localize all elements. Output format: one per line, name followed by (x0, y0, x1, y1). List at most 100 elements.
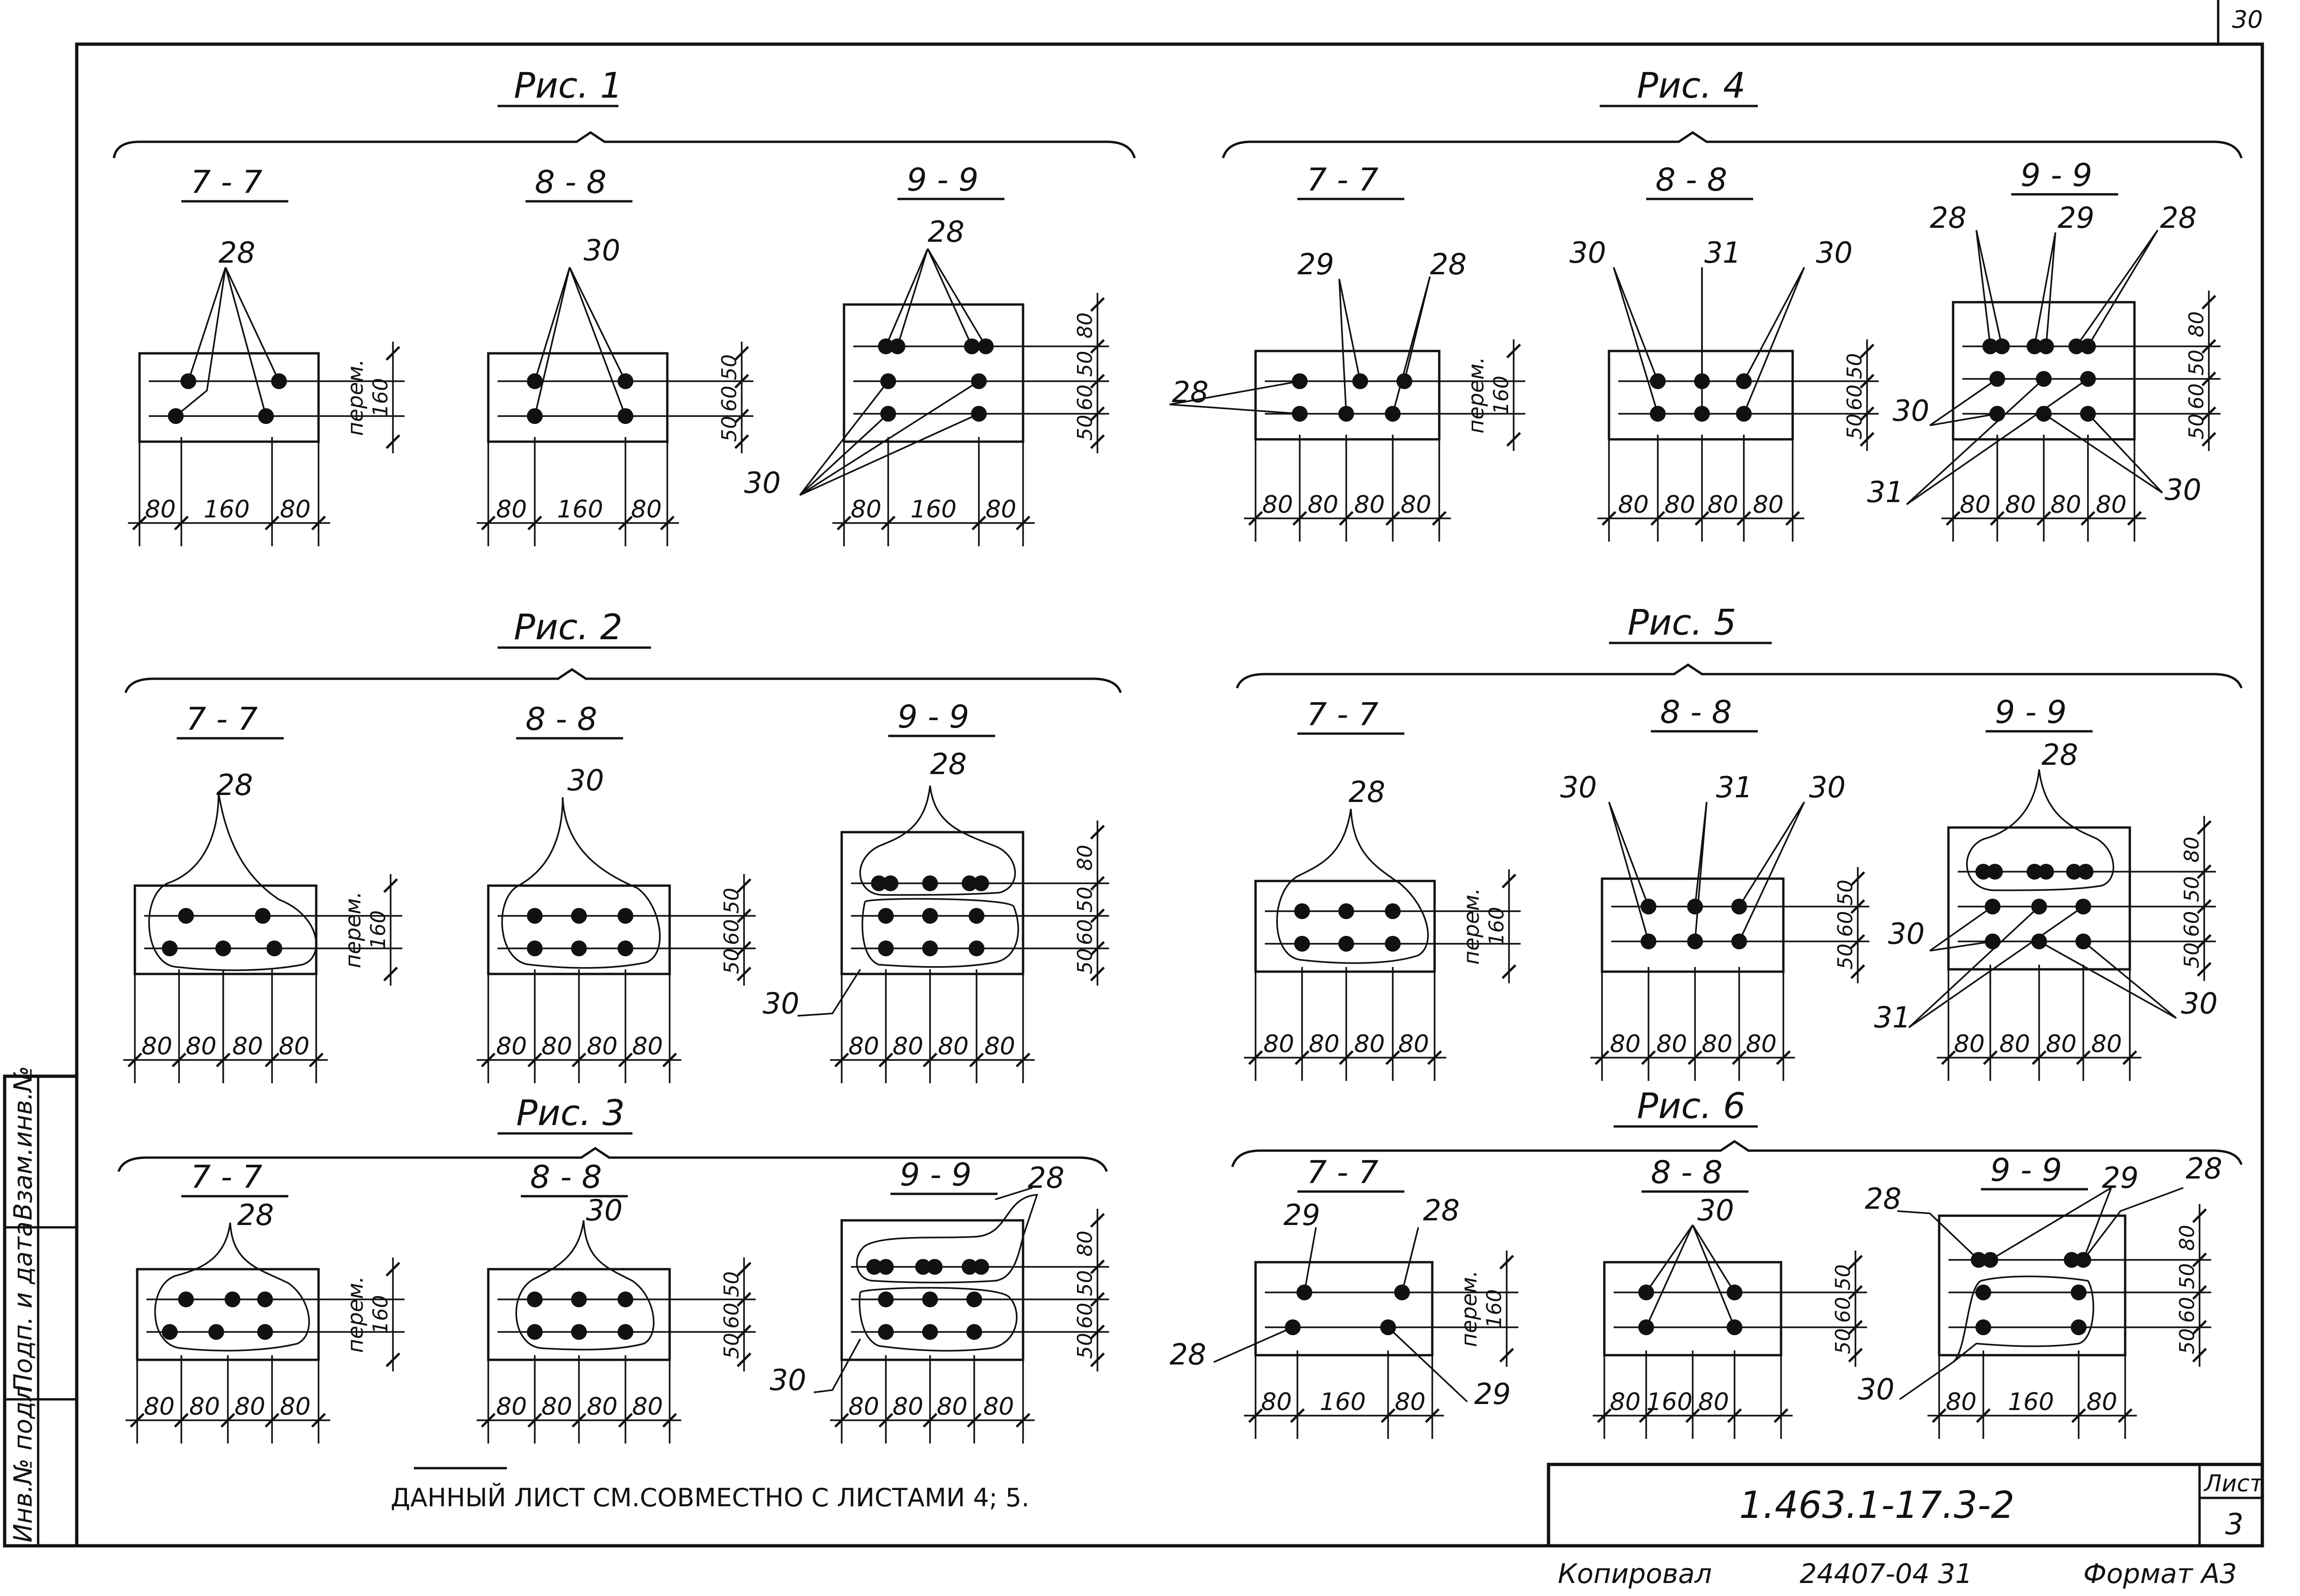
dim-bottom: 80 (1395, 1388, 1425, 1416)
leader-line (1738, 801, 1805, 907)
leader-line (2034, 232, 2056, 347)
dim-side: 50 (720, 1333, 744, 1359)
dim-side: 50 (1843, 353, 1867, 379)
dim-bottom: 80 (496, 1393, 527, 1421)
rebar-dot (215, 940, 231, 956)
dim-perem: перем. (343, 1276, 368, 1353)
section-outline (1254, 880, 1436, 973)
figure-label-5: Рис. 5 (1628, 602, 1736, 643)
dim-side: 80 (1073, 845, 1097, 871)
leader-line (569, 267, 626, 417)
leader-line (1613, 267, 1659, 414)
dim-bottom: 80 (587, 1393, 618, 1421)
brace-fig-4 (1222, 131, 2243, 159)
rebar-dot (1294, 903, 1310, 919)
bar-mark-label: 30 (1816, 236, 1853, 270)
bar-mark-label: 30 (1858, 1372, 1895, 1406)
rebar-dot (571, 940, 587, 956)
bar-group-outline (148, 792, 317, 971)
dim-side: 50 (1073, 415, 1097, 441)
dim-side: 60 (2180, 911, 2204, 937)
dim-bottom: 160 (204, 496, 250, 523)
dim-bottom: 80 (2087, 1388, 2117, 1416)
leader-line (569, 267, 626, 382)
section-label: 7 - 7 (191, 1159, 262, 1196)
dim-bottom: 80 (1398, 1030, 1429, 1058)
bar-mark-label: 29 (1297, 247, 1334, 281)
rebar-dot (571, 1324, 587, 1340)
leader-line (1897, 1210, 1980, 1261)
section-outline (1254, 1261, 1434, 1357)
rebar-dot (966, 1324, 982, 1340)
bar-mark-label: 30 (2181, 987, 2218, 1020)
rebar-dot (2038, 864, 2054, 880)
rebar-dot (922, 875, 938, 891)
dim-bottom: 80 (1308, 491, 1338, 519)
rebar-dot (2078, 864, 2094, 880)
rebar-dot (1385, 903, 1401, 919)
rebar-dot (178, 908, 194, 924)
dim-bottom: 80 (1702, 1030, 1732, 1058)
bar-mark-label: 30 (567, 763, 604, 797)
dim-side: 50 (1073, 1270, 1097, 1296)
rebar-dot (162, 940, 178, 956)
bar-mark-label: 30 (763, 987, 799, 1020)
section-label: 7 - 7 (1307, 696, 1378, 733)
dim-bottom: 80 (848, 1033, 879, 1060)
bar-group-outline (1966, 769, 2114, 891)
dim-side: 80 (2180, 837, 2204, 863)
rebar-dot (927, 1259, 943, 1275)
section-label: 8 - 8 (525, 701, 597, 738)
dim-side: 60 (1831, 1297, 1855, 1323)
dim-bottom: 80 (234, 1393, 265, 1421)
footer-copied: Копировал (1558, 1558, 1712, 1589)
dim-side: 50 (2185, 414, 2208, 440)
dim-bottom: 80 (984, 1033, 1015, 1060)
leader-line (1401, 1227, 1419, 1293)
section-outline (1601, 877, 1785, 973)
dim-bottom: 80 (632, 1393, 663, 1421)
section-outline (840, 1219, 1024, 1361)
rebar-dot (871, 875, 887, 891)
dim-side: 50 (1834, 944, 1857, 970)
dim-side: 160 (369, 1295, 392, 1334)
leader-line (799, 380, 889, 496)
brace-fig-1 (113, 131, 1136, 159)
bar-group-outline (1952, 1275, 2094, 1363)
leader-line (799, 413, 979, 496)
bar-mark-label: 30 (584, 233, 620, 267)
dim-bottom: 80 (2050, 491, 2081, 519)
section-outline (840, 831, 1024, 975)
dim-bottom: 80 (1354, 1030, 1385, 1058)
rebar-dot (618, 940, 633, 956)
figure-label-6: Рис. 6 (1637, 1085, 1746, 1126)
dim-bottom: 80 (632, 1033, 663, 1060)
leader-line (2075, 229, 2159, 347)
brace-fig-2 (124, 668, 1122, 693)
figure-label-1: Рис. 1 (514, 65, 623, 106)
leader-line (1929, 940, 1993, 952)
dim-bottom: 80 (1698, 1388, 1729, 1416)
section-label: 9 - 9 (2021, 157, 2092, 194)
rebar-dot (1294, 936, 1310, 952)
leader-line (995, 1187, 1033, 1200)
rebar-dot (257, 1291, 273, 1307)
leader-line (1613, 267, 1659, 382)
bar-mark-label: 31 (1716, 770, 1753, 804)
figure-label-3: Рис. 3 (516, 1092, 625, 1133)
figure-label-2: Рис. 2 (514, 606, 623, 648)
section-outline (487, 884, 671, 975)
bar-mark-label: 28 (1028, 1161, 1064, 1195)
bar-mark-label: 28 (1430, 247, 1467, 281)
rebar-dot (527, 1291, 543, 1307)
dim-bottom: 80 (1746, 1030, 1776, 1058)
leader-line (1929, 378, 1998, 426)
dim-bottom: 80 (2091, 1030, 2122, 1058)
leader-line (2082, 940, 2177, 1019)
dim-bottom: 80 (1401, 491, 1431, 519)
dim-bottom: 80 (985, 496, 1016, 523)
dim-perem: перем. (1463, 357, 1489, 433)
